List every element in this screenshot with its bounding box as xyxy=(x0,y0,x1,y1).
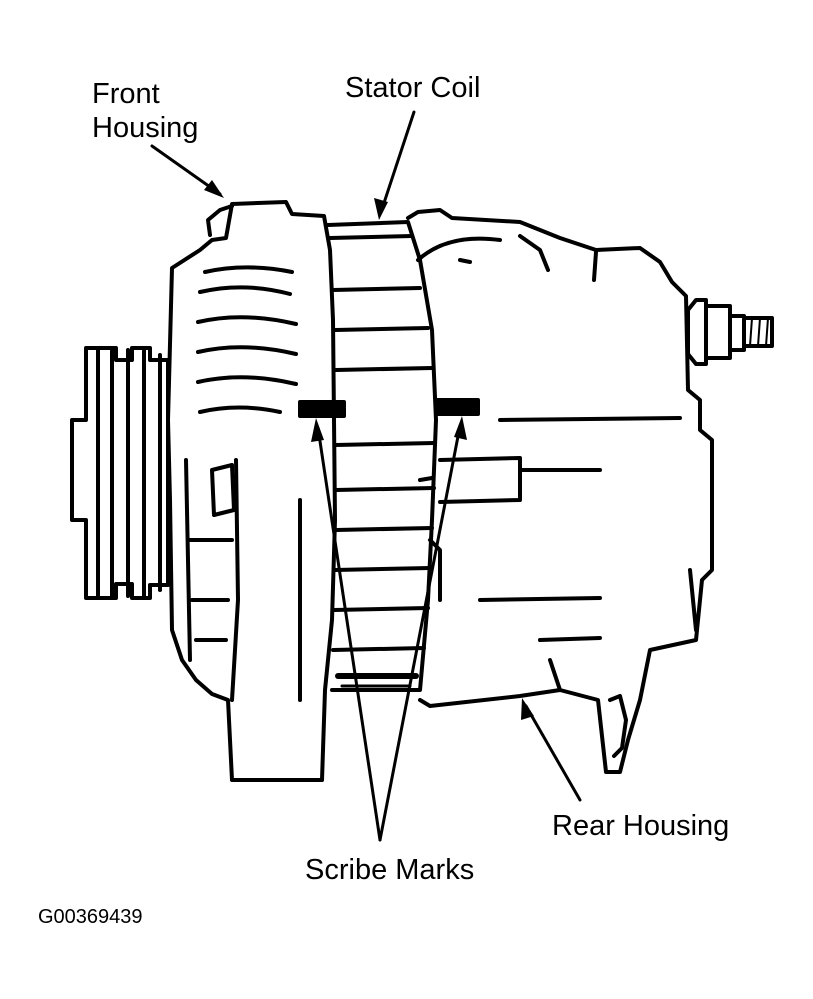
scribe-marks-label: Scribe Marks xyxy=(305,854,475,886)
arrowhead-rear xyxy=(521,698,534,720)
front-housing-label-line2: Housing xyxy=(92,112,199,144)
scribe-mark-left xyxy=(298,400,346,418)
pulley xyxy=(70,346,170,600)
front-housing-label-line1: Front xyxy=(92,78,160,110)
output-terminal xyxy=(686,298,774,366)
rear-housing-leader xyxy=(524,704,582,802)
rear-housing xyxy=(406,208,714,774)
arrowhead-scribe-right xyxy=(454,416,467,440)
arrowhead-front xyxy=(204,180,224,198)
front-housing-label: Front Housing xyxy=(92,77,198,145)
scribe-marks xyxy=(298,398,480,418)
arrowhead-stator xyxy=(374,198,388,220)
scribe-leader-left xyxy=(316,426,382,842)
arrowhead-scribe-left xyxy=(311,418,324,442)
stator-coil xyxy=(326,220,438,692)
arrowheads xyxy=(204,180,534,720)
figure-id: G00369439 xyxy=(38,906,143,928)
stator-coil-label: Stator Coil xyxy=(345,72,481,104)
stator-coil-leader xyxy=(379,110,416,214)
leader-lines xyxy=(150,110,582,842)
rear-housing-label: Rear Housing xyxy=(552,810,730,842)
scribe-mark-right xyxy=(434,398,480,416)
scribe-leader-right xyxy=(378,424,462,842)
front-housing xyxy=(166,200,337,782)
